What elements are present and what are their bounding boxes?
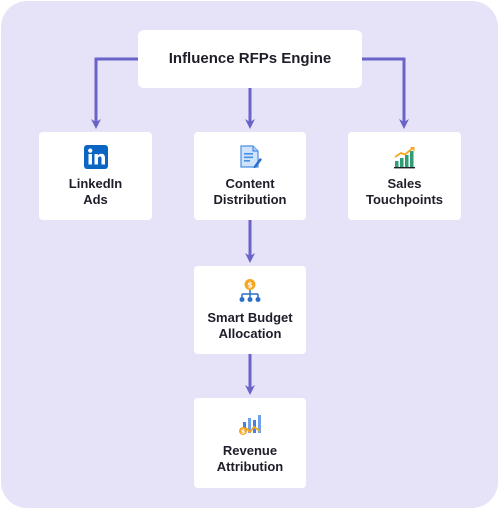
revenue-attribution-node: $ Revenue Attribution bbox=[194, 398, 306, 488]
revenue-chart-icon: $ bbox=[239, 415, 261, 436]
sales-touchpoints-label-line2: Touchpoints bbox=[365, 192, 444, 207]
engine-node: Influence RFPs Engine bbox=[138, 30, 362, 88]
content-distribution-node: Content Distribution bbox=[194, 132, 306, 220]
growth-chart-icon bbox=[393, 147, 415, 169]
sales-touchpoints-label-line1: Sales bbox=[387, 176, 422, 191]
arrow-engine-to-sales bbox=[362, 57, 409, 129]
budget-network-icon: $ bbox=[239, 279, 261, 302]
linkedin-ads-label-line2: Ads bbox=[83, 192, 108, 207]
document-icon bbox=[240, 145, 262, 169]
content-distribution-label-line1: Content bbox=[225, 176, 275, 191]
arrow-engine-to-linkedin bbox=[91, 57, 138, 129]
svg-text:$: $ bbox=[241, 428, 246, 436]
smart-budget-node: $ Smart Budget Allocation bbox=[194, 266, 306, 354]
engine-title: Influence RFPs Engine bbox=[168, 50, 332, 67]
revenue-attribution-label-line1: Revenue bbox=[222, 443, 278, 458]
smart-budget-label-line1: Smart Budget bbox=[207, 310, 293, 325]
svg-text:$: $ bbox=[247, 281, 253, 290]
linkedin-ads-label-line1: LinkedIn bbox=[68, 176, 123, 191]
sales-touchpoints-node: Sales Touchpoints bbox=[348, 132, 461, 220]
revenue-attribution-label-line2: Attribution bbox=[216, 459, 284, 474]
content-distribution-label-line2: Distribution bbox=[213, 192, 287, 207]
smart-budget-label-line2: Allocation bbox=[218, 326, 282, 341]
linkedin-icon bbox=[83, 145, 108, 169]
linkedin-ads-node: LinkedIn Ads bbox=[39, 132, 152, 220]
